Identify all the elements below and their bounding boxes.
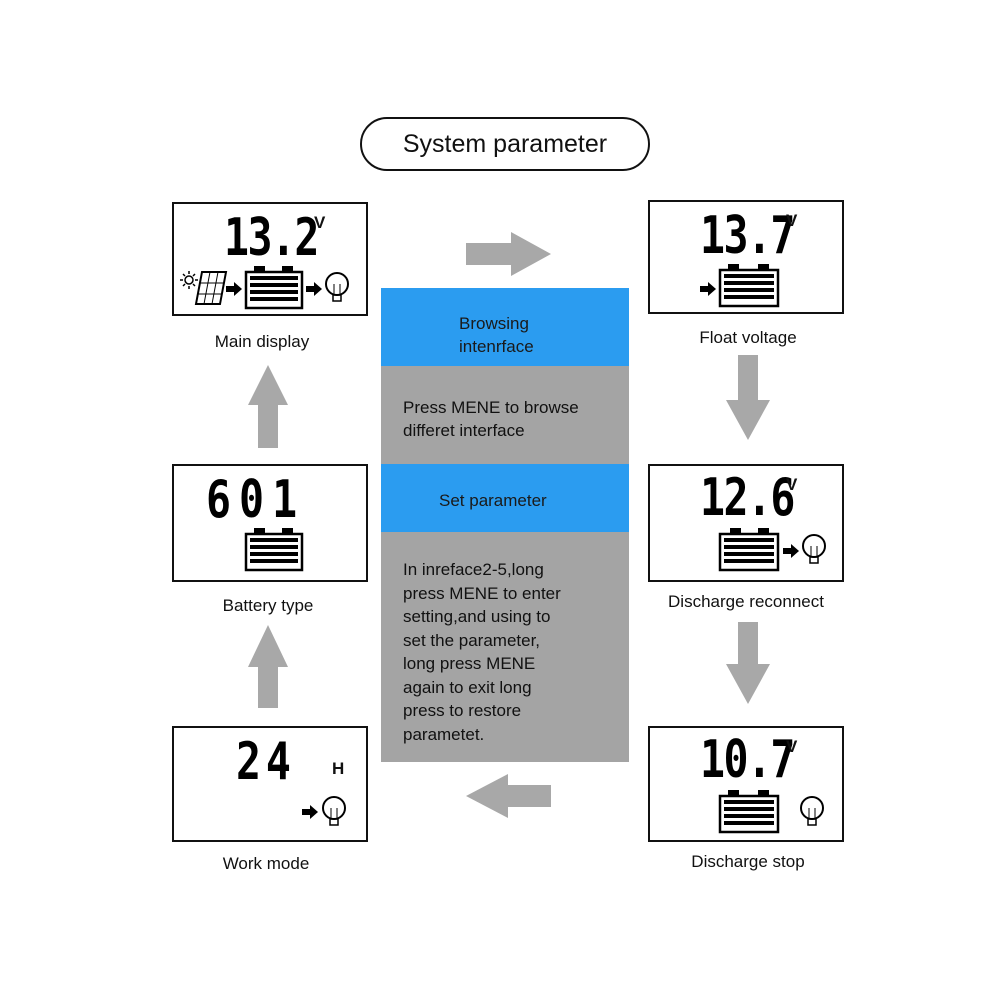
arrow-right-icon	[302, 805, 318, 819]
unit-label: V	[786, 211, 798, 230]
arrow-left-icon	[466, 774, 551, 818]
caption-float-voltage: Float voltage	[699, 328, 797, 347]
main-display-icons	[180, 266, 349, 310]
bulb-icon	[800, 796, 824, 826]
caption-main-display: Main display	[214, 332, 310, 351]
sun-icon	[180, 271, 198, 289]
float-voltage-icons	[700, 264, 780, 308]
lcd-discharge-reconnect: 12.6 V	[648, 464, 844, 582]
work-mode-value: 24	[236, 732, 296, 792]
caption-battery-type: Battery type	[222, 596, 314, 615]
arrow-right-icon	[226, 282, 242, 296]
solar-panel-icon	[194, 271, 228, 305]
arrow-right-icon	[783, 544, 799, 558]
bulb-icon	[325, 272, 349, 302]
browsing-body: Press MENE to browse differet interface	[381, 366, 629, 464]
unit-label: H	[332, 759, 345, 778]
diagram-title: System parameter	[360, 117, 650, 171]
battery-type-value: 601	[206, 470, 306, 530]
unit-label: V	[786, 737, 798, 756]
battery-icon	[718, 264, 780, 308]
work-mode-icons	[302, 796, 346, 826]
set-parameter-body: In inreface2-5,long press MENE to enter …	[381, 532, 629, 762]
unit-label: V	[314, 213, 326, 232]
battery-icon	[244, 266, 304, 310]
lcd-discharge-stop: 10.7 V	[648, 726, 844, 842]
caption-discharge-stop: Discharge stop	[691, 852, 805, 871]
voltage-value: 13.2	[224, 208, 319, 268]
arrow-down-icon	[726, 355, 770, 440]
bulb-icon	[802, 534, 826, 564]
caption-discharge-reconnect: Discharge reconnect	[668, 592, 824, 611]
battery-icon	[244, 528, 304, 572]
browsing-title: Browsing intenrface	[459, 314, 534, 356]
unit-label: V	[786, 475, 798, 494]
battery-type-icons	[244, 528, 304, 572]
arrow-right-icon	[466, 232, 551, 276]
battery-icon	[718, 528, 780, 572]
arrow-down-icon	[726, 622, 770, 704]
set-parameter-text: In inreface2-5,long press MENE to enter …	[403, 560, 561, 744]
arrow-right-icon	[700, 282, 716, 296]
lcd-float-voltage: 13.7 V	[648, 200, 844, 314]
voltage-value: 13.7	[700, 206, 795, 266]
discharge-reconnect-icons	[718, 528, 826, 572]
lcd-battery-type: 601	[172, 464, 368, 582]
voltage-value: 12.6	[700, 468, 795, 528]
browsing-text: Press MENE to browse differet interface	[403, 398, 579, 440]
arrow-right-icon	[306, 282, 322, 296]
bulb-icon	[322, 796, 346, 826]
lcd-work-mode: 24 H	[172, 726, 368, 842]
set-parameter-header: Set parameter	[381, 464, 629, 532]
voltage-value: 10.7	[700, 730, 795, 790]
set-parameter-title: Set parameter	[439, 491, 547, 510]
caption-work-mode: Work mode	[222, 854, 310, 873]
arrow-up-icon	[248, 625, 288, 708]
battery-icon	[718, 790, 780, 834]
browsing-header: Browsing intenrface	[381, 288, 629, 366]
lcd-main-display: 13.2 V	[172, 202, 368, 316]
discharge-stop-icons	[718, 790, 824, 834]
arrow-up-icon	[248, 365, 288, 448]
